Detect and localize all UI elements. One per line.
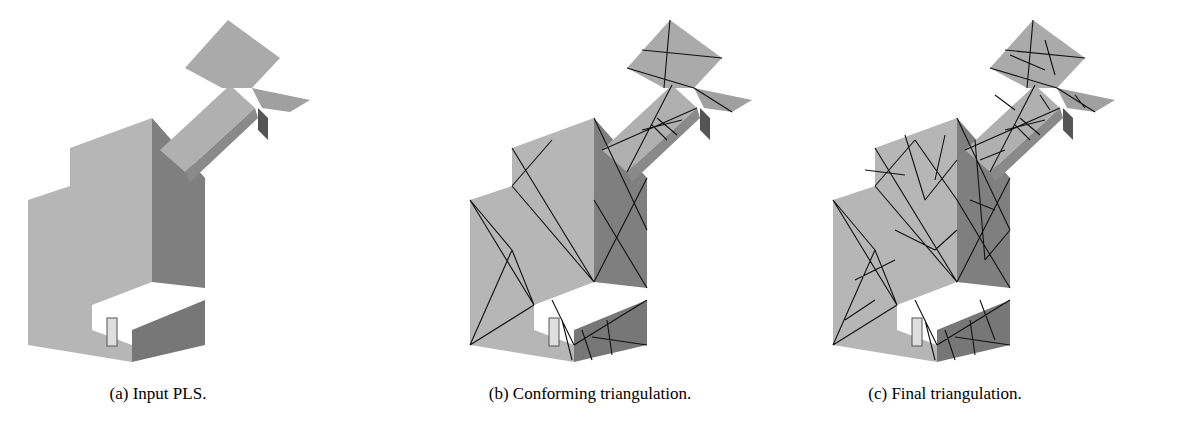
subfigure-caption: (c) Final triangulation.	[868, 384, 1021, 404]
subfigure-caption: (b) Conforming triangulation.	[489, 384, 692, 404]
subfigure-caption: (a) Input PLS.	[110, 384, 207, 404]
input-pls-figure	[28, 20, 310, 362]
final-triangulation-figure	[833, 20, 1115, 362]
conforming-triangulation-figure	[470, 20, 752, 362]
